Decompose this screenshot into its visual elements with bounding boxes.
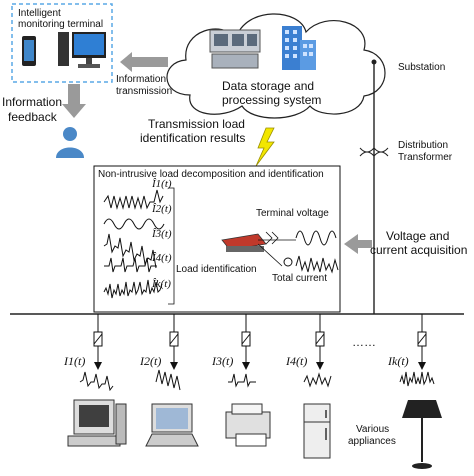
total-current-label: Total current	[272, 273, 328, 284]
transformer-label-line1: Distribution	[398, 140, 449, 151]
building-icon	[282, 26, 316, 70]
info-feedback-line2: feedback	[8, 110, 57, 124]
component-label-1: Î1(t)	[152, 178, 172, 190]
appliance-current-1: I1(t)	[64, 354, 86, 368]
appliance-current-3: I3(t)	[212, 354, 234, 368]
total-current-wave	[295, 255, 339, 274]
load-identification-label: Load identification	[176, 264, 257, 275]
terminal-box	[11, 3, 113, 83]
user-icon	[56, 127, 84, 158]
various-label-line1: Various	[356, 424, 390, 435]
appliance-current-waves	[79, 369, 435, 392]
acquisition-label-line2: current acquisition	[370, 243, 468, 257]
info-feedback-arrow	[62, 84, 86, 118]
desktop-pc-icon	[67, 399, 127, 447]
voltage-current-waves	[295, 230, 339, 274]
component-bracket	[168, 187, 175, 305]
transformer-label-line2: Transformer	[398, 152, 453, 163]
ellipsis: ……	[352, 335, 376, 349]
terminal-voltage-wave	[295, 230, 337, 246]
component-waveforms	[103, 189, 165, 299]
terminal-voltage-label: Terminal voltage	[256, 208, 329, 219]
component-waveform-1	[103, 189, 164, 210]
transmission-results-line1: Transmission load	[148, 117, 245, 131]
acquisition-label-line1: Voltage and	[386, 229, 450, 243]
terminal-title-line1: Intelligent	[18, 8, 61, 19]
component-waveform-2	[103, 218, 165, 230]
branch-arrows	[94, 362, 426, 370]
smartphone-icon	[22, 36, 36, 66]
appliance-current-5: Ik(t)	[388, 354, 409, 368]
refrigerator-icon	[303, 403, 331, 459]
lightning-icon	[255, 127, 275, 167]
appliance-current-4: I4(t)	[286, 354, 308, 368]
info-transmission-line2: transmission	[116, 86, 173, 97]
cloud-label-line2: processing system	[222, 93, 322, 107]
acquisition-arrow	[344, 234, 372, 254]
server-rack-icon	[209, 29, 261, 69]
acquisition-device	[221, 231, 296, 267]
transformer-symbol	[359, 147, 389, 157]
nilm-box-title: Non-intrusive load decomposition and ide…	[98, 169, 324, 180]
info-transmission-line1: Information	[116, 74, 167, 85]
substation-node	[371, 59, 377, 65]
info-feedback-line1: Information	[2, 95, 63, 109]
appliance-branches	[93, 314, 427, 364]
various-label-line2: appliances	[348, 436, 396, 447]
cloud-label-line1: Data storage and	[222, 79, 315, 93]
laptop-icon	[145, 403, 199, 447]
terminal-title-line2: monitoring terminal	[18, 19, 104, 30]
transmission-results-line2: identification results	[140, 131, 246, 145]
substation-label: Substation	[398, 62, 446, 73]
floor-lamp-icon	[402, 400, 442, 469]
info-transmission-arrow	[120, 52, 168, 72]
component-waveform-5	[103, 279, 163, 299]
appliance-current-2: I2(t)	[140, 354, 162, 368]
component-label-3: Î3(t)	[152, 228, 172, 240]
desktop-computer-icon	[58, 32, 106, 68]
component-label-5: Îk(t)	[152, 278, 171, 290]
component-waveform-4	[104, 257, 157, 273]
printer-icon	[225, 403, 271, 447]
component-label-4: Î4(t)	[152, 252, 172, 264]
nilm-box	[93, 165, 341, 313]
component-label-2: Î2(t)	[152, 203, 172, 215]
